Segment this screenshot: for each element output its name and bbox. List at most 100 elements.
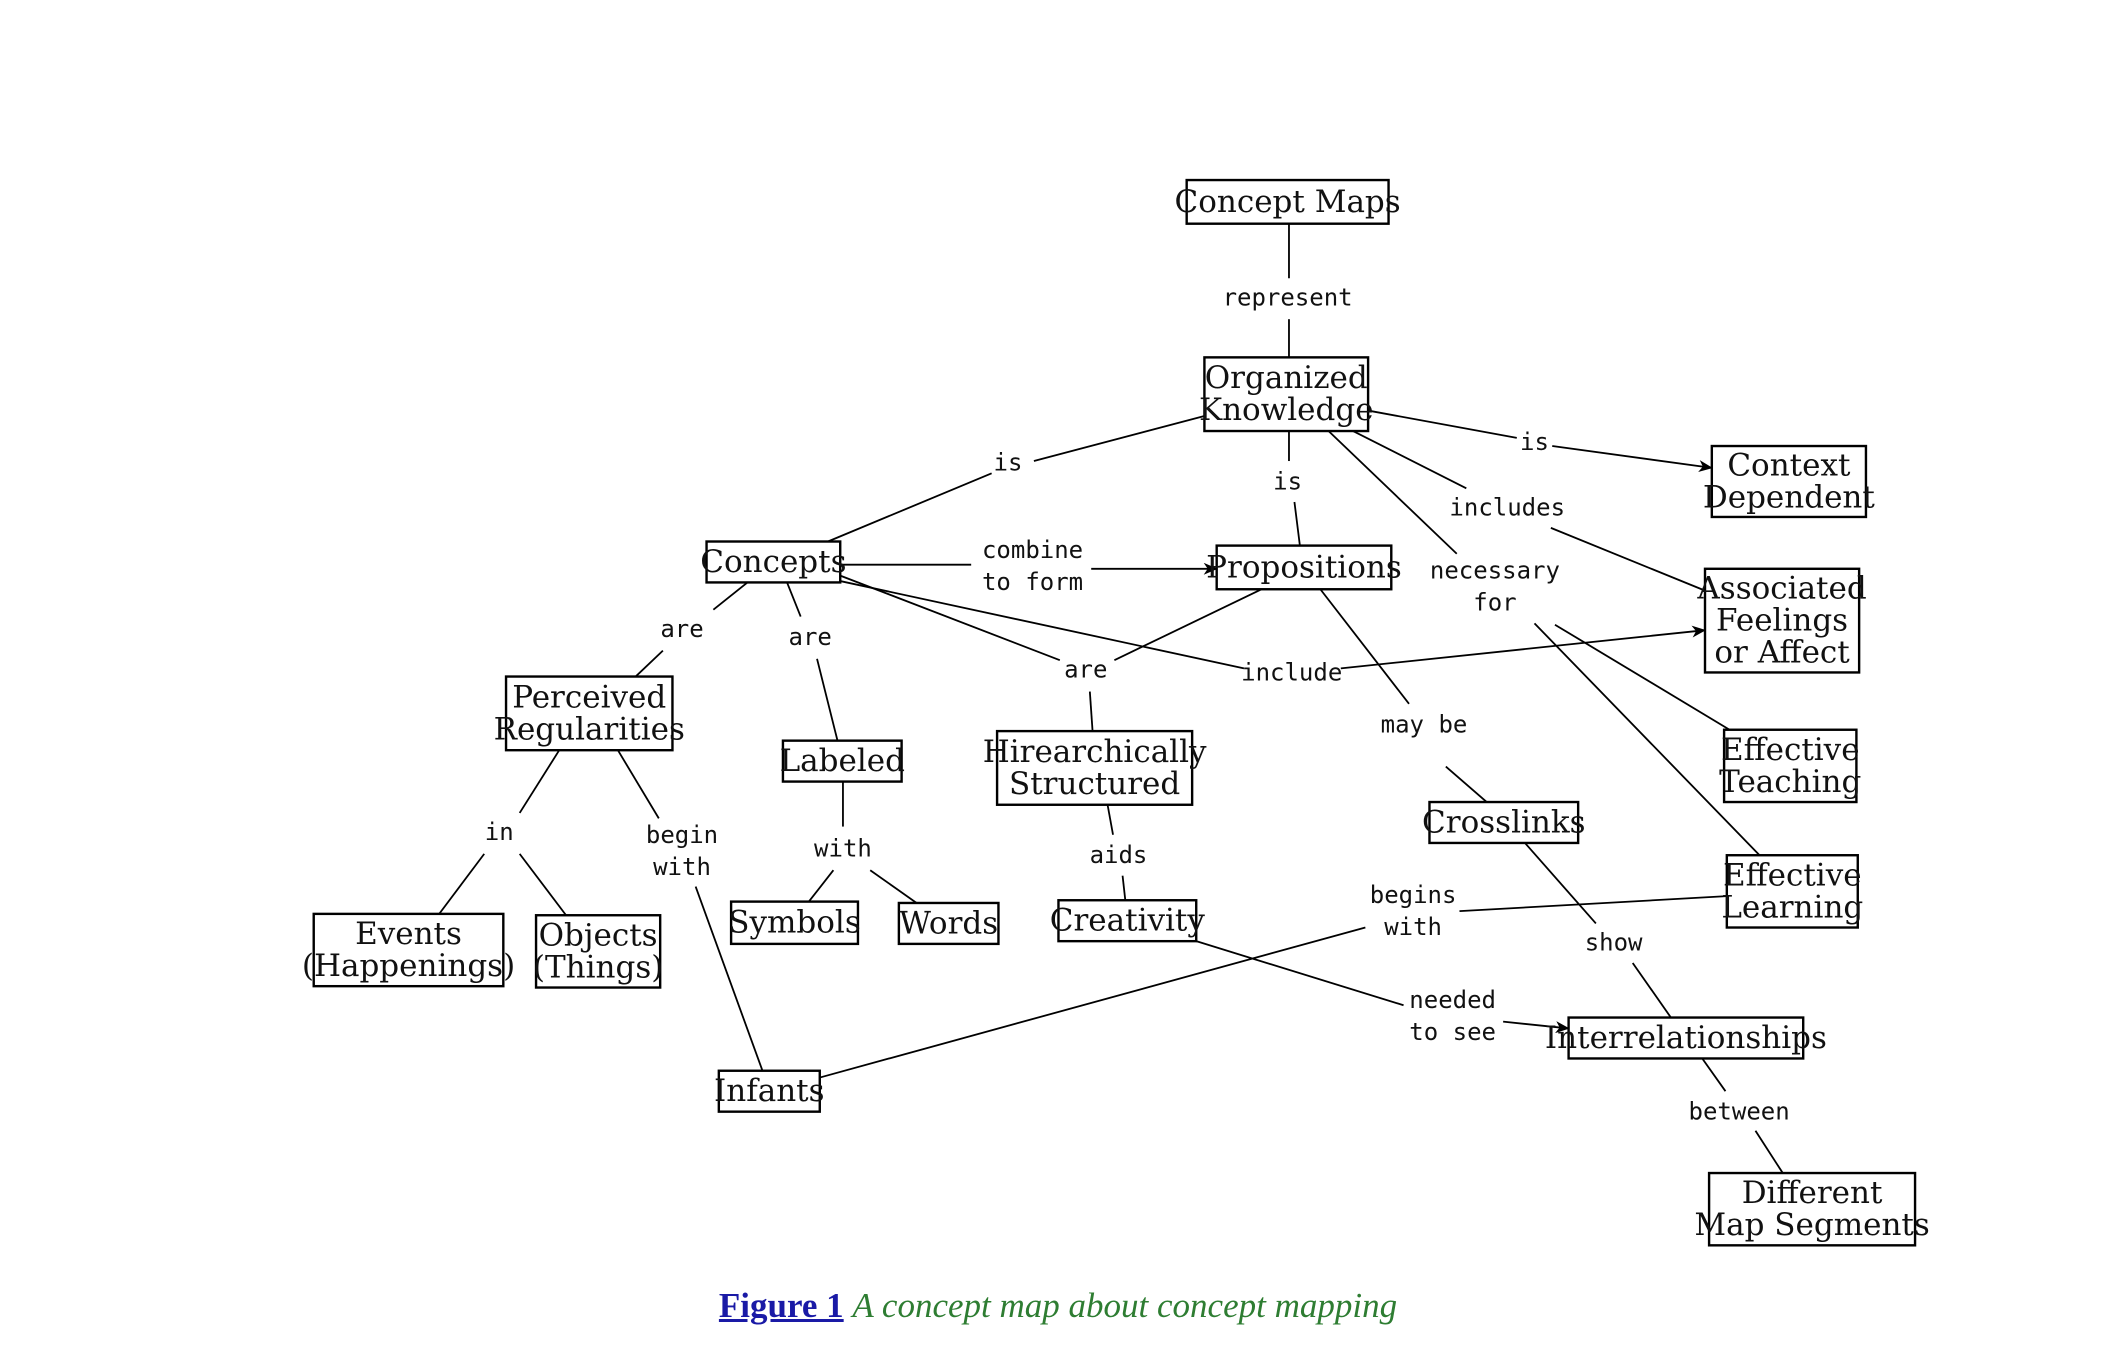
linking-phrase: for (1473, 589, 1516, 617)
linking-phrase: necessary (1430, 557, 1560, 585)
concept-label: Perceived (512, 679, 666, 715)
linking-phrase: with (814, 834, 872, 862)
link-represent: represent (1223, 283, 1353, 311)
concept-box (729, 900, 860, 946)
line-connector (1367, 409, 1517, 439)
line-connector (1113, 588, 1263, 661)
line-connector (827, 472, 992, 543)
concept-label: Propositions (1206, 549, 1402, 585)
concept-box (1203, 356, 1370, 433)
concept-crosslinks: Crosslinks (1422, 800, 1586, 845)
concept-events: Events(Happenings) (302, 912, 515, 988)
concept-box (1710, 444, 1868, 519)
linking-phrase: represent (1223, 283, 1353, 311)
line-connector (518, 853, 567, 916)
concept-box (1428, 800, 1580, 845)
concept-box (312, 912, 505, 988)
concept-symbols: Symbols (728, 900, 861, 946)
concept-label: or Affect (1714, 635, 1850, 671)
concept-label: Knowledge (1199, 392, 1374, 428)
line-connector (819, 926, 1366, 1079)
concept-concept-maps: Concept Maps (1175, 178, 1401, 225)
line-connector (635, 649, 664, 678)
line-connector (1554, 623, 1731, 731)
line-connector (1459, 895, 1727, 913)
concept-label: Feelings (1716, 603, 1848, 639)
arrow-connector (1552, 445, 1713, 473)
link-is-concepts: is (994, 448, 1023, 476)
concept-interrelationships: Interrelationships (1545, 1016, 1827, 1060)
linking-phrase: begins (1370, 881, 1457, 909)
line-connector (1121, 875, 1127, 901)
line-connector (1327, 430, 1458, 555)
concept-box (1703, 567, 1861, 674)
concept-propositions: Propositions (1206, 544, 1402, 591)
line-connector (712, 581, 749, 611)
concept-label: (Things) (533, 949, 663, 985)
concept-box (1057, 899, 1198, 943)
concept-label: Words (899, 905, 998, 941)
line-connector (1533, 622, 1761, 856)
linking-phrase: in (485, 818, 514, 846)
linking-phrase: include (1241, 658, 1342, 686)
linking-phrase: is (1520, 428, 1549, 456)
concept-label: Structured (1009, 766, 1180, 802)
linking-phrase: may be (1381, 710, 1468, 738)
line-connector (1088, 691, 1094, 732)
line-connector (1445, 765, 1488, 803)
concept-label: Crosslinks (1422, 804, 1586, 840)
concept-box (1707, 1171, 1917, 1247)
concept-label: Regularities (494, 711, 685, 747)
linking-phrase: are (660, 615, 703, 643)
concept-box (534, 914, 662, 989)
link-is-propositions: is (1273, 467, 1302, 495)
figure-label-link[interactable]: Figure 1 (718, 1286, 844, 1325)
figure-caption-text: A concept map about concept mapping (852, 1286, 1398, 1325)
line-connector (438, 853, 485, 915)
line-connector (617, 749, 660, 819)
concept-label: Concepts (700, 544, 846, 580)
concept-box (781, 739, 903, 783)
concept-label: Effective (1723, 857, 1862, 893)
line-connector (1033, 415, 1205, 462)
linking-phrase: is (1273, 467, 1302, 495)
linking-phrase: to form (982, 568, 1083, 596)
link-includes: includes (1449, 493, 1565, 521)
linking-phrase: begin (646, 821, 718, 849)
concept-label: Effective (1721, 732, 1860, 768)
concept-label: Objects (539, 917, 658, 953)
concept-box (504, 675, 674, 752)
line-connector (1319, 588, 1410, 705)
linking-phrase: are (1064, 656, 1107, 684)
concept-label: Organized (1205, 360, 1368, 396)
concept-label: Learning (1721, 889, 1863, 925)
concept-labeled: Labeled (780, 739, 905, 783)
concept-box (717, 1069, 821, 1113)
link-may-be: may be (1381, 710, 1468, 738)
concept-box (1725, 854, 1859, 929)
concept-objects: Objects(Things) (533, 914, 663, 989)
concept-words: Words (897, 901, 1000, 946)
concept-label: Teaching (1719, 764, 1861, 800)
concept-creativity: Creativity (1050, 899, 1205, 943)
link-between: between (1689, 1098, 1790, 1126)
link-are-hierarchical: are (1064, 656, 1107, 684)
concept-label: Interrelationships (1545, 1020, 1827, 1056)
concept-box (1185, 178, 1390, 225)
concept-box (1567, 1016, 1805, 1060)
linking-phrase: aids (1090, 841, 1148, 869)
linking-phrase: are (789, 623, 832, 651)
linking-phrase: between (1689, 1098, 1790, 1126)
linking-phrases: representisisisincludesnecessaryforcombi… (485, 283, 1790, 1125)
concept-box (1215, 544, 1393, 591)
concept-label: Labeled (780, 743, 905, 779)
